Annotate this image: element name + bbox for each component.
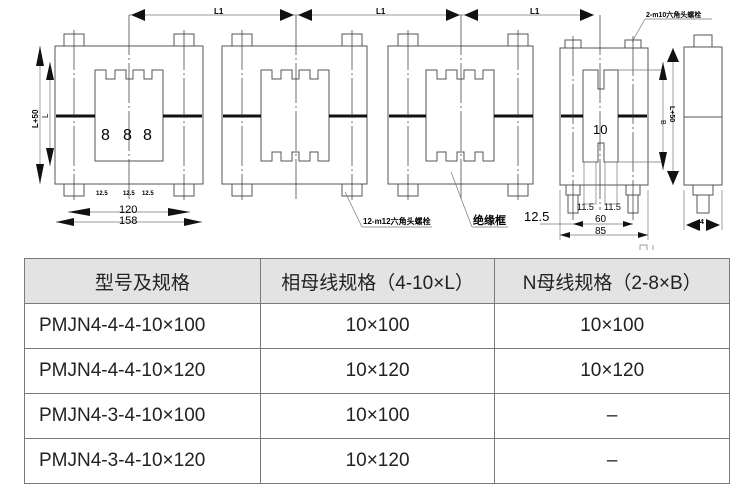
- cell-n-busbar: 10×120: [494, 348, 730, 394]
- gap-8-label-2: 8: [123, 127, 132, 144]
- cell-model: PMJN4-4-4-10×100: [24, 303, 261, 349]
- table-row: PMJN4-3-4-10×100 10×100 –: [24, 393, 730, 439]
- insulation-frame-annotation: 绝缘框: [473, 213, 506, 227]
- dim-b-right: [618, 62, 667, 170]
- dim-l-plus-50-right: [667, 48, 679, 185]
- cell-phase-busbar: 10×120: [259, 438, 496, 484]
- width-120-label: 120: [119, 204, 137, 216]
- l-plus-50-label-right: L+50: [668, 106, 675, 122]
- width-85-label: 85: [595, 226, 607, 237]
- width-60-label: 60: [595, 214, 607, 225]
- clamp-unit-2: [221, 15, 368, 200]
- gap-12-5-label-1: 12.5: [96, 191, 108, 197]
- width-158-label: 158: [119, 215, 137, 227]
- spacing-11-5-label-1: 11.5: [577, 202, 594, 212]
- b-label: B: [659, 120, 666, 125]
- dim-158: [56, 218, 202, 226]
- cell-n-busbar: 10×100: [494, 303, 730, 349]
- header-n-busbar: N母线规格（2-8×B）: [494, 258, 730, 304]
- side-4-label: 4: [700, 219, 704, 226]
- bolt-n-annotation: 2-m10六角头螺栓: [646, 10, 701, 19]
- cell-model: PMJN4-3-4-10×120: [24, 438, 261, 484]
- cell-model: PMJN4-4-4-10×120: [24, 348, 261, 394]
- header-model: 型号及规格: [24, 258, 261, 304]
- bolt-main-annotation: 12-m12六角头螺栓: [363, 216, 431, 226]
- l1-label-1: L1: [214, 7, 224, 16]
- l-label-left: L: [41, 113, 50, 118]
- table-row: PMJN4-3-4-10×120 10×120 –: [24, 438, 730, 484]
- cell-phase-busbar: 10×120: [259, 348, 496, 394]
- n-busbar-clamp: [559, 15, 649, 220]
- cell-phase-busbar: 10×100: [259, 393, 496, 439]
- cell-n-busbar: –: [494, 438, 730, 484]
- offset-12-5-label: 12.5: [524, 209, 549, 224]
- cell-n-busbar: –: [494, 393, 730, 439]
- table-row: PMJN4-4-4-10×120 10×120 10×120: [24, 348, 730, 394]
- table-header-row: 型号及规格 相母线规格（4-10×L） N母线规格（2-8×B）: [24, 258, 730, 304]
- cell-phase-busbar: 10×100: [259, 303, 496, 349]
- gap-8-label-3: 8: [143, 127, 152, 144]
- spec-table: 型号及规格 相母线规格（4-10×L） N母线规格（2-8×B） PMJN4-4…: [24, 258, 730, 484]
- spacing-11-5-label-2: 11.5: [604, 202, 621, 212]
- clamp-unit-1: [54, 15, 204, 200]
- l1-dimension-line: [129, 9, 594, 21]
- dim-l-plus-50-left: [36, 46, 54, 184]
- stray-mark: [639, 244, 654, 250]
- gap-12-5-label-2: 12.5: [123, 191, 135, 197]
- n-thickness-label: 10: [593, 122, 607, 137]
- dim-60: [573, 221, 633, 227]
- l-plus-50-label-left: L+50: [31, 109, 40, 128]
- l1-label-2: L1: [376, 7, 386, 16]
- l1-label-3: L1: [530, 7, 540, 16]
- header-phase-busbar: 相母线规格（4-10×L）: [259, 258, 496, 304]
- dim-120: [68, 208, 190, 216]
- clamp-unit-3: [387, 15, 534, 200]
- side-view: [683, 34, 723, 231]
- busbar-clamp-drawing: L1 L1 L1 8 8 8 12.5 12.5 12.5 120 158: [31, 7, 723, 250]
- cell-model: PMJN4-3-4-10×100: [24, 393, 261, 439]
- table-row: PMJN4-4-4-10×100 10×100 10×100: [24, 303, 730, 349]
- gap-12-5-label-3: 12.5: [142, 191, 154, 197]
- dim-85: [559, 190, 649, 240]
- gap-8-label-1: 8: [101, 127, 110, 144]
